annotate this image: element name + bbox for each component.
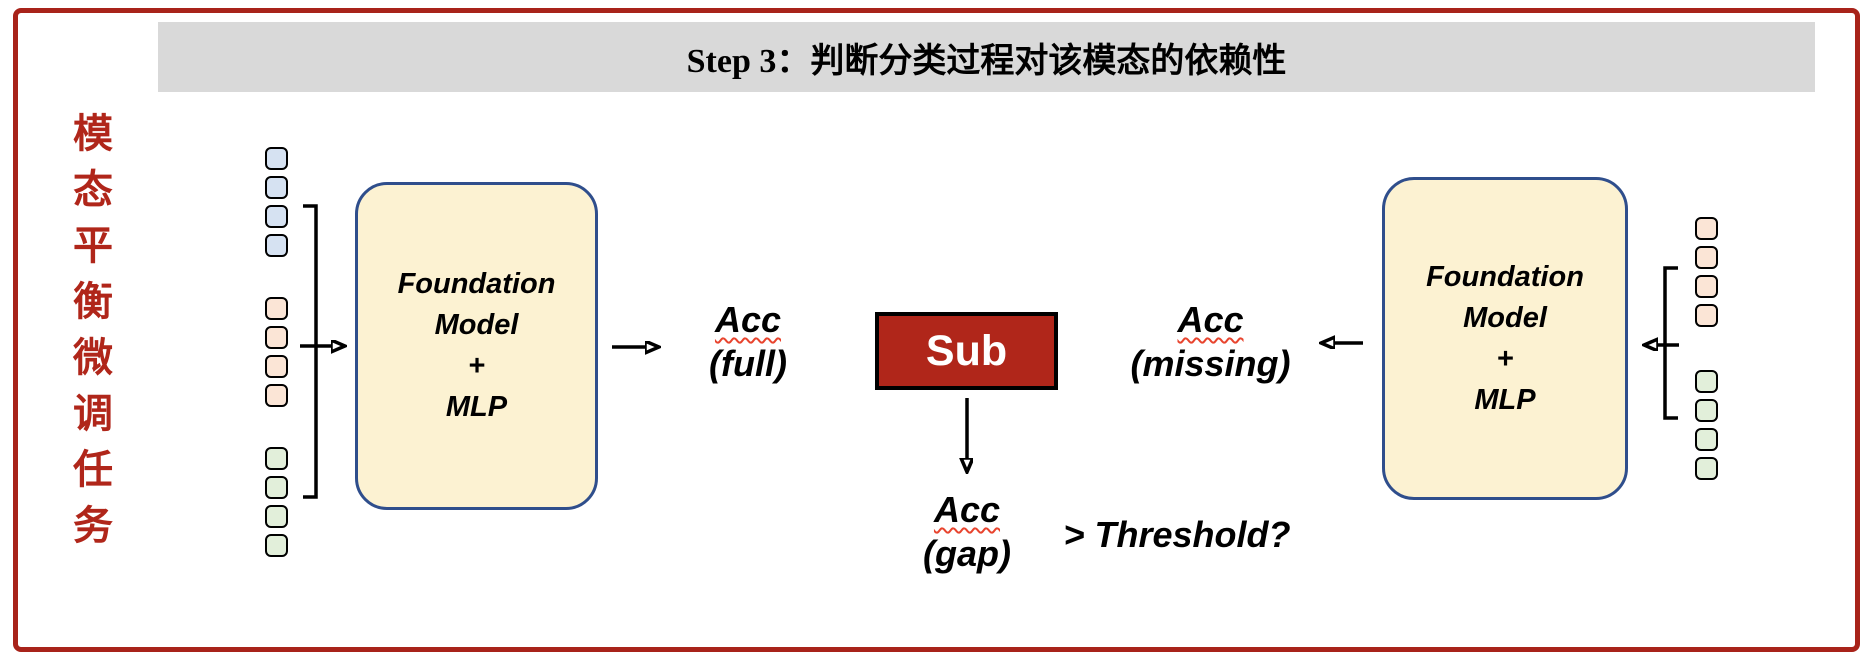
- modality-c-green-token-group: [265, 447, 288, 557]
- acc-gap-paren-text: (gap): [923, 533, 1011, 574]
- modality-b-orange-token: [265, 326, 288, 349]
- modality-a-blue-token: [265, 147, 288, 170]
- step-header-title: Step 3：判断分类过程对该模态的依赖性: [686, 42, 1287, 80]
- left-token-column: [265, 147, 288, 557]
- sub-operator-box: Sub: [875, 312, 1058, 390]
- modality-c-green-token: [1695, 428, 1718, 451]
- acc-gap-label: Acc (gap): [887, 488, 1047, 576]
- side-vertical-label: 模态平衡微调任务: [67, 112, 112, 560]
- modality-b-orange-token: [265, 297, 288, 320]
- acc-missing-label: Acc (missing): [1118, 298, 1303, 386]
- foundation-model-box-right: Foundation Model + MLP: [1382, 177, 1628, 500]
- modality-b-orange-token: [1695, 275, 1718, 298]
- modality-b-orange-token: [265, 355, 288, 378]
- acc-full-acc-text: Acc: [714, 299, 782, 340]
- modality-b-orange-token: [1695, 246, 1718, 269]
- outer-red-border: [13, 8, 1860, 652]
- modality-c-green-token: [265, 447, 288, 470]
- threshold-question-label: > Threshold?: [1063, 514, 1291, 555]
- modality-b-orange-token: [1695, 304, 1718, 327]
- acc-gap-acc-text: Acc: [933, 489, 1001, 530]
- foundation-model-box-left: Foundation Model + MLP: [355, 182, 598, 510]
- step-header-bar: Step 3：判断分类过程对该模态的依赖性: [158, 22, 1815, 92]
- modality-c-green-token: [265, 505, 288, 528]
- modality-c-green-token: [1695, 370, 1718, 393]
- modality-b-orange-token-group: [1695, 217, 1718, 327]
- modality-a-blue-token-group: [265, 147, 288, 257]
- modality-a-blue-token: [265, 234, 288, 257]
- acc-full-paren-text: (full): [709, 343, 787, 384]
- modality-c-green-token: [1695, 399, 1718, 422]
- modality-c-green-token: [1695, 457, 1718, 480]
- modality-b-orange-token: [1695, 217, 1718, 240]
- foundation-model-label-left: Foundation Model + MLP: [397, 268, 556, 423]
- modality-c-green-token: [265, 476, 288, 499]
- right-token-column: [1695, 217, 1718, 480]
- modality-c-green-token: [265, 534, 288, 557]
- acc-missing-acc-text: Acc: [1177, 299, 1244, 340]
- acc-missing-paren-text: (missing): [1130, 343, 1291, 384]
- modality-c-green-token-group: [1695, 370, 1718, 480]
- modality-b-orange-token-group: [265, 297, 288, 407]
- modality-b-orange-token: [265, 384, 288, 407]
- acc-full-label: Acc (full): [668, 298, 828, 386]
- foundation-model-label-right: Foundation Model + MLP: [1426, 260, 1584, 416]
- modality-a-blue-token: [265, 176, 288, 199]
- modality-a-blue-token: [265, 205, 288, 228]
